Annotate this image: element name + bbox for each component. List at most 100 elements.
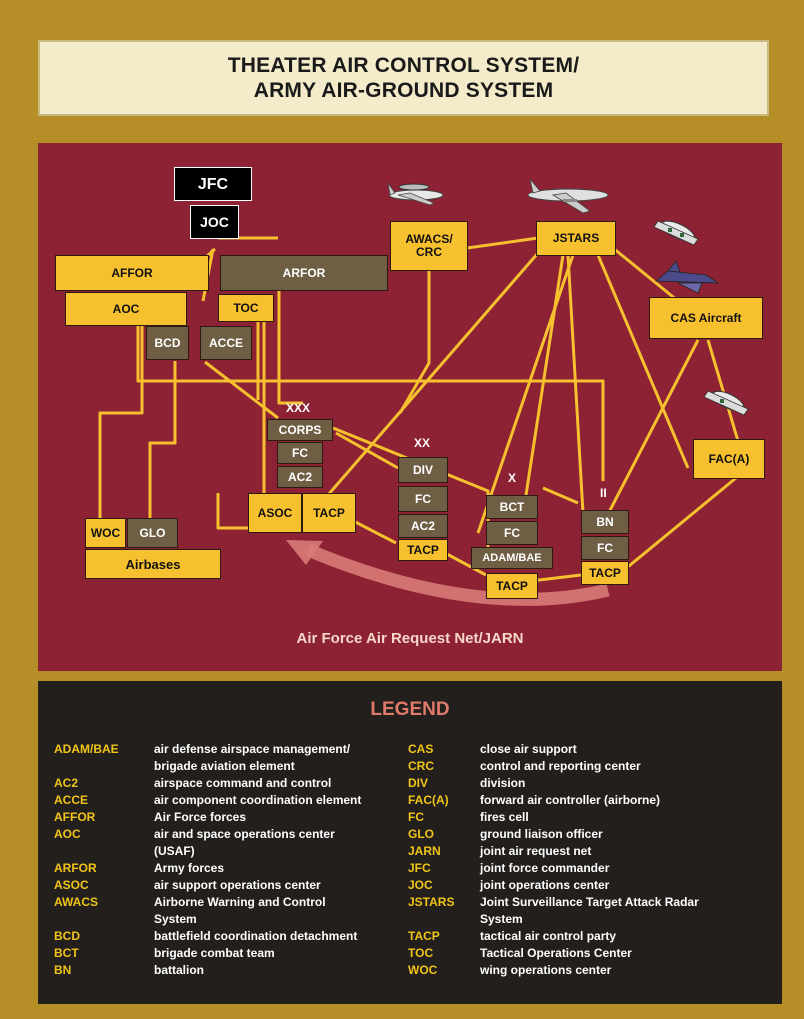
link-cas-faca	[706, 339, 740, 442]
asoc-node: ASOC	[248, 493, 302, 533]
legend-definition: joint force commander	[480, 861, 610, 875]
title-line-2: ARMY AIR-GROUND SYSTEM	[253, 79, 554, 102]
legend-abbr: GLO	[408, 827, 434, 841]
link-jstars-asoc	[326, 252, 540, 496]
legend-definition: air and space operations center	[154, 827, 335, 841]
div-tacp-node: TACP	[398, 539, 448, 561]
link-lines	[98, 236, 743, 585]
corps-echelon-mark: XXX	[286, 401, 311, 415]
jstars-node: JSTARS	[536, 221, 616, 256]
joc-node: JOC	[190, 205, 239, 239]
link-jstars-bct	[524, 254, 565, 496]
link-divtacp-bcttacp	[444, 551, 487, 577]
legend-definition: control and reporting center	[480, 759, 641, 773]
woc-node: WOC	[85, 518, 126, 548]
acce-node: ACCE	[200, 326, 252, 360]
corps-node: CORPS	[267, 419, 333, 441]
legend-abbr: ARFOR	[54, 861, 97, 875]
legend-abbr: JOC	[408, 878, 433, 892]
legend-definition: battlefield coordination detachment	[154, 929, 358, 943]
legend-abbr: AWACS	[54, 895, 99, 909]
legend-definition: airspace command and control	[154, 776, 332, 790]
bct-fc-node: FC	[486, 521, 538, 545]
link-aoc-bus	[136, 326, 605, 481]
corps-fc-node: FC	[277, 442, 323, 464]
legend-abbr: JARN	[408, 844, 441, 858]
request-flow-arrowhead	[286, 540, 323, 565]
aoc-node: AOC	[65, 292, 187, 326]
legend-definition-cont: (USAF)	[154, 844, 195, 858]
link-bcd-glo	[148, 361, 177, 518]
legend-definition: Tactical Operations Center	[480, 946, 632, 960]
legend-definition-cont: System	[154, 912, 197, 926]
legend-abbr: ASOC	[54, 878, 89, 892]
legend-definition-cont: brigade aviation element	[154, 759, 295, 773]
legend-definition: joint air request net	[480, 844, 592, 858]
legend-abbr: BCT	[54, 946, 79, 960]
bct-tacp-node: TACP	[486, 573, 538, 599]
link-acce-corps	[204, 360, 279, 420]
legend-abbr: ADAM/BAE	[54, 742, 119, 756]
legend-definition: ground liaison officer	[480, 827, 603, 841]
div-fc-node: FC	[398, 486, 448, 512]
link-faca-bntacp	[617, 471, 743, 577]
link-aoc-woc	[98, 326, 144, 518]
legend-abbr: AC2	[54, 776, 79, 790]
link-cas-bn	[604, 339, 700, 519]
legend-definition: forward air controller (airborne)	[480, 793, 661, 807]
airbases-node: Airbases	[85, 549, 221, 579]
title-line-1: THEATER AIR CONTROL SYSTEM/	[227, 54, 580, 77]
legend-definition-cont: System	[480, 912, 523, 926]
bn-node: BN	[581, 510, 629, 534]
legend-abbr: TOC	[408, 946, 434, 960]
legend-abbr: AOC	[54, 827, 81, 841]
brigade-echelon-mark: X	[508, 471, 517, 485]
link-jstars-bn	[566, 254, 585, 514]
div-node: DIV	[398, 457, 448, 483]
legend-definition: air component coordination element	[154, 793, 362, 807]
legend-definition: close air support	[480, 742, 577, 756]
link-arfor-corps	[277, 283, 303, 405]
legend-definition: tactical air control party	[480, 929, 617, 943]
link-jstars-faca	[596, 254, 690, 469]
glo-node: GLO	[127, 518, 178, 548]
link-glo-asoc	[216, 493, 248, 530]
link-awacs-div	[398, 271, 431, 414]
legend-definition: air support operations center	[154, 878, 321, 892]
legend-abbr: AFFOR	[54, 810, 96, 824]
legend-definition: Airborne Warning and Control	[154, 895, 326, 909]
bn-fc-node: FC	[581, 536, 629, 560]
link-bct-bn	[542, 486, 579, 505]
legend-abbr: JSTARS	[408, 895, 455, 909]
legend-definition: brigade combat team	[154, 946, 275, 960]
legend-abbr: WOC	[408, 963, 438, 977]
jfc-node: JFC	[174, 167, 252, 201]
f16-aircraft-icon	[654, 260, 720, 294]
legend-definition: joint operations center	[480, 878, 610, 892]
a10-aircraft-icon	[653, 220, 699, 246]
div-ac2-node: AC2	[398, 514, 448, 538]
toc-node: TOC	[218, 294, 274, 322]
request-flow-arrow-icon	[305, 544, 610, 606]
faca-node: FAC(A)	[693, 439, 765, 479]
jstars-aircraft-icon	[527, 178, 609, 214]
link-corps-div	[335, 431, 399, 470]
cas-aircraft-node: CAS Aircraft	[649, 297, 763, 339]
corps-tacp-node: TACP	[302, 493, 356, 533]
legend-title: LEGEND	[370, 699, 450, 720]
legend-abbr: CRC	[408, 759, 434, 773]
legend-definition: fires cell	[480, 810, 529, 824]
awacs-aircraft-icon	[387, 182, 444, 206]
bct-node: BCT	[486, 495, 538, 519]
title-banner: THEATER AIR CONTROL SYSTEM/ ARMY AIR-GRO…	[38, 40, 769, 116]
jarn-net-label: Air Force Air Request Net/JARN	[296, 630, 524, 647]
legend-abbr: JFC	[408, 861, 431, 875]
legend-abbr: BN	[54, 963, 72, 977]
diagram-panel: JFC JOC AFFOR AOC ARFOR TOC BCD ACCE AWA…	[38, 143, 782, 671]
affor-node: AFFOR	[55, 255, 209, 291]
legend-definition: division	[480, 776, 526, 790]
